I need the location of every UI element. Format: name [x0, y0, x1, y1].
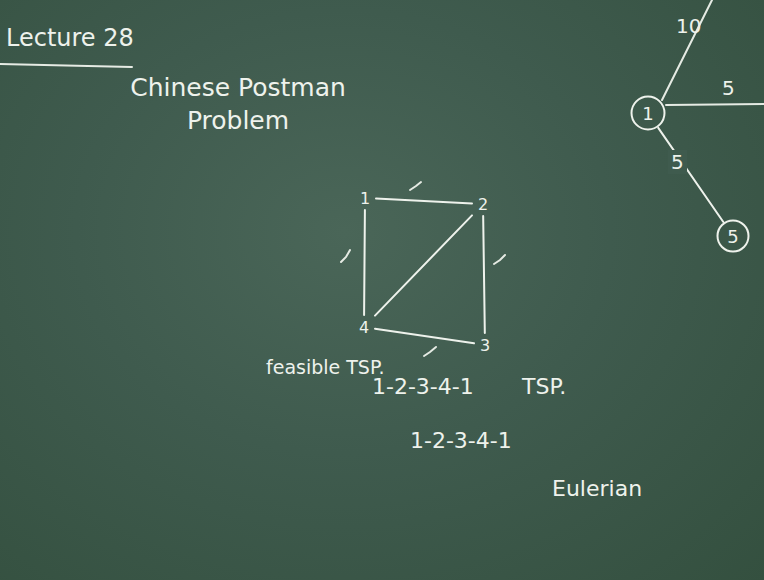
edge-weight: 5 — [668, 150, 687, 174]
edge-line — [363, 210, 366, 315]
board-title: Chinese Postman Problem — [118, 72, 358, 137]
graph-edge — [375, 215, 472, 315]
vertex-number: 1 — [360, 189, 370, 208]
edge-weight: 10 — [676, 14, 701, 38]
tick-mark — [424, 347, 436, 356]
note-text: Eulerian — [552, 476, 642, 501]
graph-edge-offscreen — [666, 104, 764, 105]
graph-edge — [658, 128, 723, 222]
tour-sequence: 1-2-3-4-1 — [410, 428, 512, 453]
tick-mark — [410, 182, 421, 190]
graph-vertex-circle: 5 — [716, 219, 750, 253]
graph-edge — [364, 210, 366, 315]
graph-edge-offscreen — [662, 0, 712, 100]
tour-sequence: 1-2-3-4-1 — [372, 374, 474, 399]
note-text: TSP. — [522, 374, 566, 399]
graph-vertex: 4 — [353, 315, 375, 339]
edge-line — [658, 128, 723, 222]
tick-mark — [341, 250, 350, 262]
lecture-number: Lecture 28 — [6, 24, 134, 52]
graph-edge — [376, 199, 472, 204]
edge-line — [483, 216, 485, 333]
edge-weight: 5 — [722, 76, 735, 100]
graph-vertex: 3 — [474, 333, 496, 357]
note-text: feasible TSP. — [266, 356, 384, 378]
title-underline — [0, 64, 132, 67]
vertex-number: 1 — [642, 103, 653, 124]
vertex-number: 4 — [359, 318, 369, 337]
edge-line — [376, 199, 472, 204]
graph-vertex: 1 — [354, 186, 376, 210]
graph-edge — [483, 216, 485, 333]
tick-mark — [494, 255, 505, 264]
edge-line — [375, 329, 474, 344]
vertex-number: 2 — [478, 195, 488, 214]
edge-line — [375, 215, 472, 315]
vertex-number: 5 — [727, 226, 738, 247]
graph-vertex-circle: 1 — [630, 95, 666, 131]
vertex-number: 3 — [480, 336, 490, 355]
graph-edge — [375, 329, 474, 344]
graph-vertex: 2 — [472, 192, 494, 216]
